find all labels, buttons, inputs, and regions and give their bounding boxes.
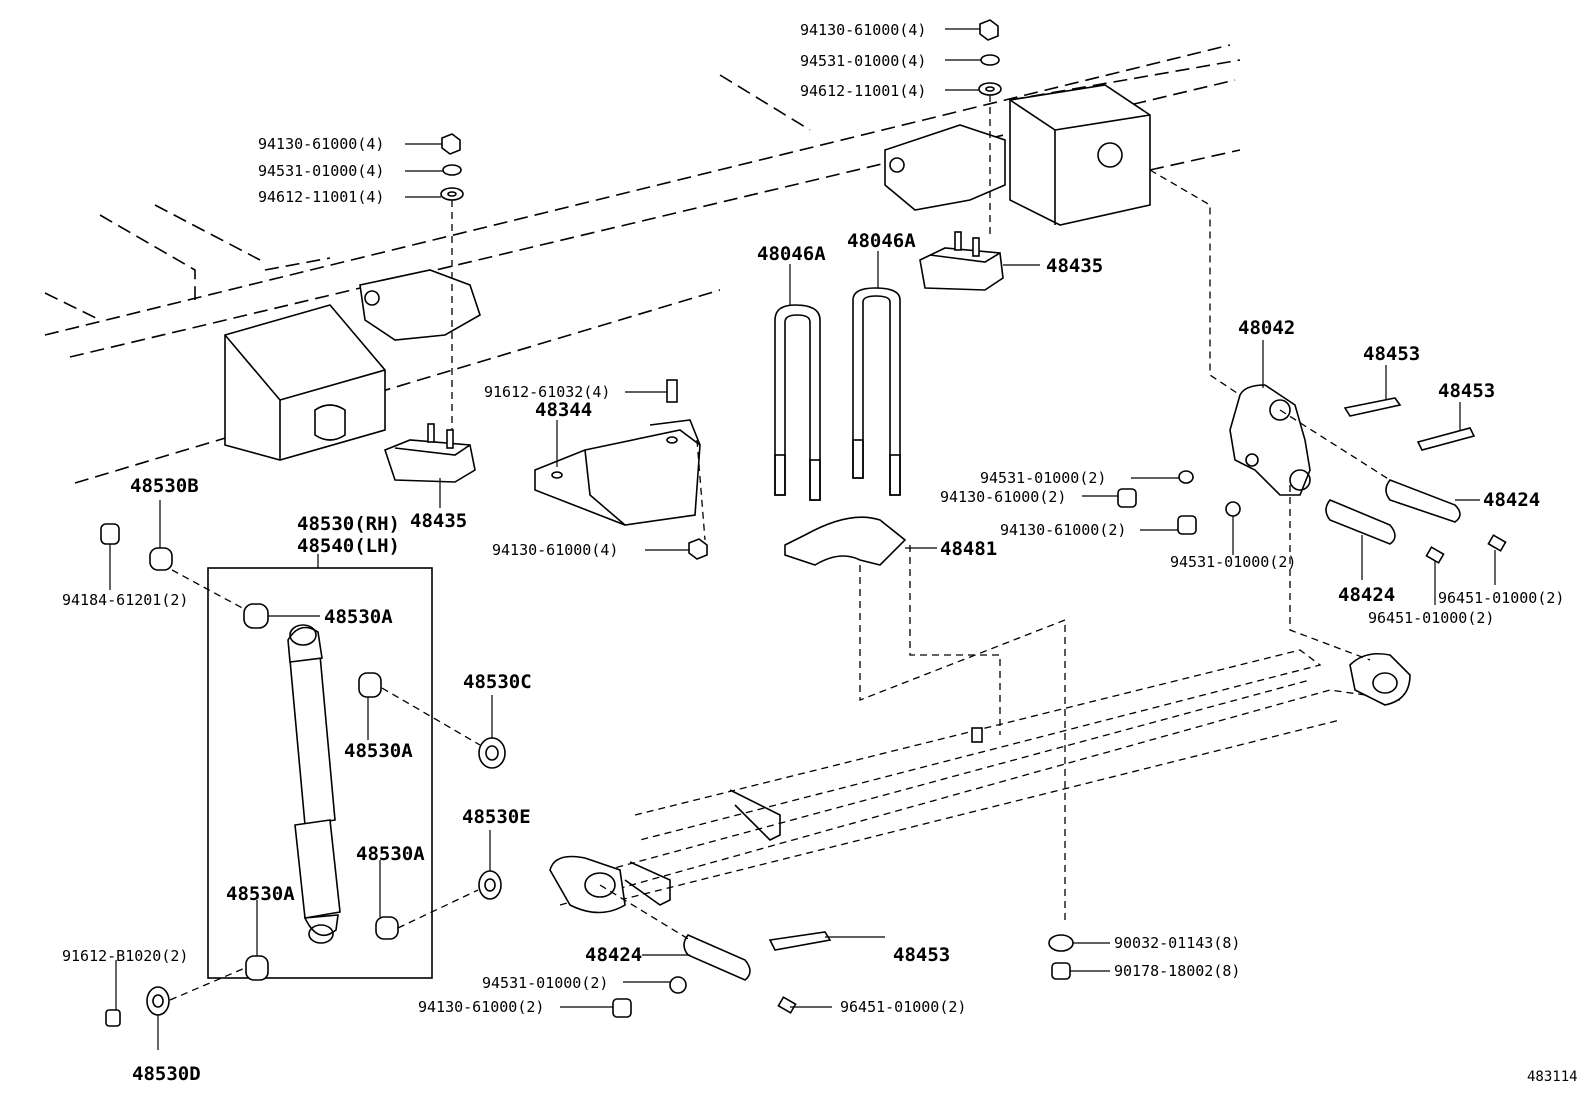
washer-icon bbox=[669, 976, 687, 994]
bushing-icon bbox=[149, 547, 173, 571]
label-bushing-c: 48530C bbox=[463, 671, 532, 693]
label-pin-right: 48424 bbox=[1483, 489, 1540, 511]
label-absorber-rh: 48530(RH) bbox=[297, 513, 400, 535]
label-spring-nut: 90178-18002(8) bbox=[1114, 962, 1240, 980]
label-front-pin: 48424 bbox=[585, 944, 642, 966]
bushing-icon bbox=[478, 737, 506, 769]
label-spring-seat: 48481 bbox=[940, 538, 997, 560]
label-lh-top-washer: 94531-01000(4) bbox=[800, 52, 926, 70]
label-ubolt-right: 48046A bbox=[847, 230, 916, 252]
fitting-icon bbox=[777, 996, 797, 1014]
washer-icon bbox=[1225, 501, 1241, 517]
label-bumper-right: 48435 bbox=[1046, 255, 1103, 277]
label-bumper-left: 48435 bbox=[410, 510, 467, 532]
callout-labels: 94130-61000(4) 94531-01000(4) 94612-1100… bbox=[62, 21, 1578, 1085]
label-shackle-washer: 94531-01000(2) bbox=[980, 469, 1106, 487]
label-front-fitting-grease: 48453 bbox=[893, 944, 950, 966]
label-nut-94184: 94184-61201(2) bbox=[62, 591, 188, 609]
nut-icon bbox=[1117, 488, 1137, 508]
bushing-icon bbox=[375, 916, 399, 940]
label-lh-top-nut: 94130-61000(4) bbox=[800, 21, 926, 39]
bushing-icon bbox=[245, 955, 269, 981]
nut-icon bbox=[979, 19, 999, 41]
washer-icon bbox=[442, 164, 462, 176]
bracket-48344 bbox=[534, 379, 701, 526]
washer-icon bbox=[978, 82, 1002, 96]
shackle-48042 bbox=[1229, 384, 1311, 496]
fitting-icon bbox=[1487, 534, 1507, 552]
leader-lines bbox=[109, 28, 1496, 1050]
shock-absorber-box bbox=[207, 554, 433, 979]
nut-icon bbox=[100, 523, 120, 545]
shackle-pins bbox=[683, 397, 1476, 981]
washer-icon bbox=[440, 187, 464, 201]
bump-stopper-left bbox=[384, 423, 476, 483]
rear-hanger-right bbox=[884, 84, 1151, 226]
washer-icon bbox=[1048, 934, 1074, 952]
label-bolt-b1020: 91612-B1020(2) bbox=[62, 947, 188, 965]
label-shackle-washer-2: 94531-01000(2) bbox=[1170, 553, 1296, 571]
label-fitting-1: 96451-01000(2) bbox=[1438, 589, 1564, 607]
label-bushing-a-low-right: 48530A bbox=[356, 843, 425, 865]
label-bushing-b: 48530B bbox=[130, 475, 199, 497]
label-rh-top-washer: 94531-01000(4) bbox=[258, 162, 384, 180]
label-shackle: 48042 bbox=[1238, 317, 1295, 339]
nut-icon bbox=[441, 133, 461, 155]
nut-icon bbox=[612, 998, 632, 1018]
label-spring-washer: 90032-01143(8) bbox=[1114, 934, 1240, 952]
leaf-spring bbox=[549, 649, 1411, 914]
bolt-icon bbox=[105, 1009, 121, 1027]
bushing-icon bbox=[146, 986, 170, 1016]
label-absorber-lh: 48540(LH) bbox=[297, 535, 400, 557]
diagram-id: 483114 bbox=[1527, 1069, 1578, 1085]
label-grease-fitting-2: 48453 bbox=[1438, 380, 1495, 402]
label-lh-top-plate: 94612-11001(4) bbox=[800, 82, 926, 100]
label-bushing-a-low-left: 48530A bbox=[226, 883, 295, 905]
alignment-lines bbox=[169, 95, 1391, 1001]
label-front-nut: 94130-61000(2) bbox=[418, 998, 544, 1016]
label-ubolt-left: 48046A bbox=[757, 243, 826, 265]
label-bushing-d: 48530D bbox=[132, 1063, 201, 1085]
label-bolt-bracket: 91612-61032(4) bbox=[484, 383, 610, 401]
nut-icon bbox=[1051, 962, 1071, 980]
label-shackle-nut-2: 94130-61000(2) bbox=[1000, 521, 1126, 539]
label-pin-mid: 48424 bbox=[1338, 584, 1395, 606]
bushing-icon bbox=[243, 603, 269, 629]
washer-icon bbox=[1178, 470, 1194, 484]
u-bolt-right bbox=[852, 287, 901, 496]
bushing-icon bbox=[478, 870, 502, 900]
label-bracket-nut: 94130-61000(4) bbox=[492, 541, 618, 559]
label-fitting-2: 96451-01000(2) bbox=[1368, 609, 1494, 627]
spring-seat-48481 bbox=[784, 516, 907, 566]
label-front-washer: 94531-01000(2) bbox=[482, 974, 608, 992]
bump-stopper-right bbox=[919, 231, 1004, 291]
washer-icon bbox=[980, 54, 1000, 66]
hardware bbox=[100, 19, 1507, 1027]
label-bushing-e: 48530E bbox=[462, 806, 531, 828]
bushing-icon bbox=[358, 672, 382, 698]
label-bushing-a-top: 48530A bbox=[324, 606, 393, 628]
label-rh-top-plate: 94612-11001(4) bbox=[258, 188, 384, 206]
nut-icon bbox=[1177, 515, 1197, 535]
frame-rails bbox=[44, 44, 1241, 484]
nut-icon bbox=[688, 538, 708, 560]
fitting-icon bbox=[1425, 546, 1445, 564]
label-front-fitting: 96451-01000(2) bbox=[840, 998, 966, 1016]
u-bolt-left bbox=[774, 304, 821, 501]
label-shackle-nut-1: 94130-61000(2) bbox=[940, 488, 1066, 506]
label-grease-fitting-1: 48453 bbox=[1363, 343, 1420, 365]
label-bushing-a-mid: 48530A bbox=[344, 740, 413, 762]
label-bracket: 48344 bbox=[535, 399, 592, 421]
label-rh-top-nut: 94130-61000(4) bbox=[258, 135, 384, 153]
rear-hanger-left bbox=[224, 269, 481, 461]
